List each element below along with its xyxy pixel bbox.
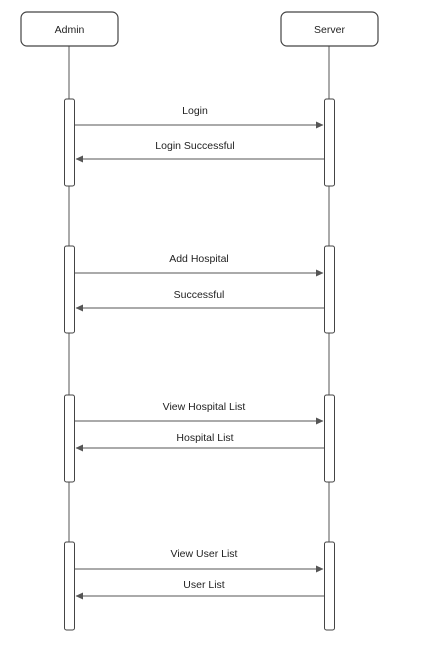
admin-activation-1 — [64, 98, 75, 187]
message-label-view-user-list: View User List — [171, 548, 238, 560]
message-label-login-successful: Login Successful — [155, 140, 234, 152]
message-label-view-hospital-list: View Hospital List — [163, 401, 246, 413]
message-label-successful: Successful — [174, 289, 225, 301]
message-label-add-hospital: Add Hospital — [169, 253, 229, 265]
participant-server-label: Server — [314, 24, 345, 36]
participant-server: Server — [280, 11, 379, 47]
message-label-user-list: User List — [183, 579, 225, 591]
admin-activation-3 — [64, 394, 75, 483]
server-activation-4 — [324, 541, 335, 631]
participant-admin: Admin — [20, 11, 119, 47]
message-label-hospital-list: Hospital List — [176, 432, 233, 444]
message-label-login: Login — [182, 105, 208, 117]
admin-activation-2 — [64, 245, 75, 334]
participant-admin-label: Admin — [55, 24, 85, 36]
server-activation-2 — [324, 245, 335, 334]
server-activation-1 — [324, 98, 335, 187]
admin-activation-4 — [64, 541, 75, 631]
server-activation-3 — [324, 394, 335, 483]
